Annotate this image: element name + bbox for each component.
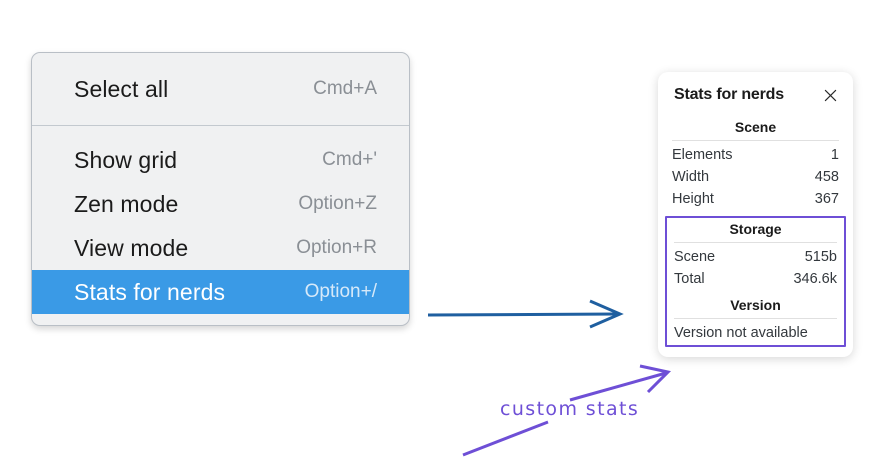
section-title-storage: Storage xyxy=(729,221,782,237)
stat-value: 1 xyxy=(830,147,839,163)
blue-arrow xyxy=(427,299,624,329)
version-value: Version not available xyxy=(674,325,808,341)
section-scene: Scene Elements 1 Width 458 Height 367 xyxy=(658,116,853,210)
custom-stats-box: Storage Scene 515b Total 346.6k Version … xyxy=(665,216,846,347)
section-divider xyxy=(674,318,837,319)
stat-row-scene-storage: Scene 515b xyxy=(674,246,837,268)
menu-item-label: Show grid xyxy=(74,146,178,173)
menu-item-label: Zen mode xyxy=(74,190,179,217)
close-icon[interactable] xyxy=(822,87,839,104)
stat-value: 515b xyxy=(804,249,837,265)
stat-row-height: Height 367 xyxy=(672,188,839,210)
purple-underline-stroke xyxy=(462,420,549,457)
menu-item-label: Select all xyxy=(74,75,169,102)
context-menu[interactable]: Select all Cmd+A Show grid Cmd+' Zen mod… xyxy=(31,52,410,326)
menu-item-select-all[interactable]: Select all Cmd+A xyxy=(32,67,409,111)
section-title-scene: Scene xyxy=(734,119,777,135)
menu-item-shortcut: Option+Z xyxy=(298,193,377,214)
purple-arrow-to-version xyxy=(569,364,672,402)
menu-item-zen-mode[interactable]: Zen mode Option+Z xyxy=(32,182,409,226)
menu-item-shortcut: Option+/ xyxy=(304,281,377,302)
menu-item-shortcut: Cmd+A xyxy=(313,78,377,99)
stat-row-total-storage: Total 346.6k xyxy=(674,268,837,290)
menu-item-shortcut: Cmd+' xyxy=(322,149,377,170)
stat-key: Height xyxy=(672,191,714,207)
menu-item-view-mode[interactable]: View mode Option+R xyxy=(32,226,409,270)
section-divider xyxy=(672,140,839,141)
panel-header: Stats for nerds xyxy=(658,86,853,104)
stat-key: Width xyxy=(672,169,710,185)
section-divider xyxy=(674,242,837,243)
stat-key: Elements xyxy=(672,147,733,163)
stat-row-width: Width 458 xyxy=(672,166,839,188)
stat-row-elements: Elements 1 xyxy=(672,144,839,166)
menu-item-shortcut: Option+R xyxy=(296,237,377,258)
stat-value: 367 xyxy=(814,191,839,207)
panel-title: Stats for nerds xyxy=(674,86,784,103)
menu-item-label: Stats for nerds xyxy=(74,278,226,305)
menu-group-selection: Select all Cmd+A xyxy=(32,53,409,126)
custom-stats-annotation-label: custom stats xyxy=(500,398,640,420)
menu-group-view: Show grid Cmd+' Zen mode Option+Z View m… xyxy=(32,126,409,325)
menu-item-label: View mode xyxy=(74,234,189,261)
stat-key: Scene xyxy=(674,249,716,265)
stat-key: Total xyxy=(674,271,705,287)
section-title-version: Version xyxy=(730,297,781,313)
menu-item-show-grid[interactable]: Show grid Cmd+' xyxy=(32,138,409,182)
stats-for-nerds-panel: Stats for nerds Scene Elements 1 Width 4… xyxy=(658,72,853,357)
menu-item-stats-for-nerds[interactable]: Stats for nerds Option+/ xyxy=(32,270,409,314)
stat-value: 458 xyxy=(814,169,839,185)
stat-value: 346.6k xyxy=(793,271,837,287)
